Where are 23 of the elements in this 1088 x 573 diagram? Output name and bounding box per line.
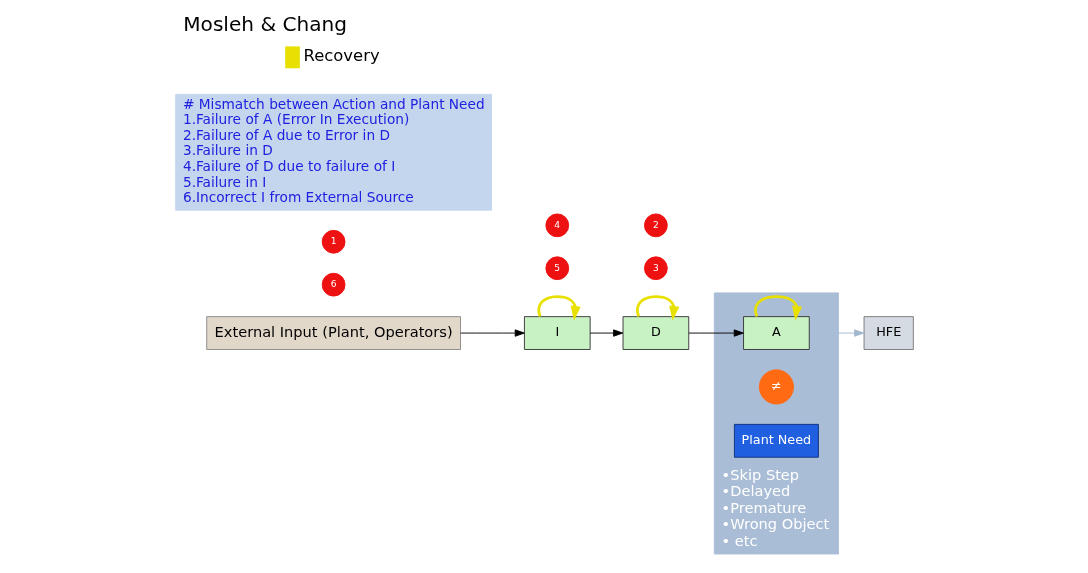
node-circle: 4 xyxy=(544,213,569,238)
arrow xyxy=(837,329,864,337)
arrow xyxy=(589,329,623,337)
node-circle: ≠ xyxy=(758,369,794,405)
arrow xyxy=(459,329,525,337)
node-circle: 1 xyxy=(321,229,345,254)
arrow xyxy=(753,295,802,321)
node-box: # Mismatch between Action and Plant Need 1.Failure of A (Error In Execution) 2.Failure of A due to Error in D 3.Failure in D 4.Failure of D due to failure of I 5.Failure in I 6.Incorrect I from External Source xyxy=(174,93,492,211)
arrow xyxy=(687,329,744,337)
node-circle: 5 xyxy=(544,256,569,281)
node-box: D xyxy=(622,316,689,350)
node-circle: 3 xyxy=(643,256,668,281)
diagram-title: Mosleh & Chang xyxy=(182,12,347,37)
arrow xyxy=(537,295,581,321)
node-circle: 6 xyxy=(321,272,345,297)
node-box: Plant Need xyxy=(733,423,819,458)
arrow xyxy=(635,295,679,321)
node-box: HFE xyxy=(863,316,914,350)
node-box: A xyxy=(742,316,810,350)
node-box: I xyxy=(523,316,591,350)
legend-label: Recovery xyxy=(302,46,380,66)
node-box: External Input (Plant, Operators) xyxy=(205,316,461,350)
node-circle: 2 xyxy=(643,213,668,238)
